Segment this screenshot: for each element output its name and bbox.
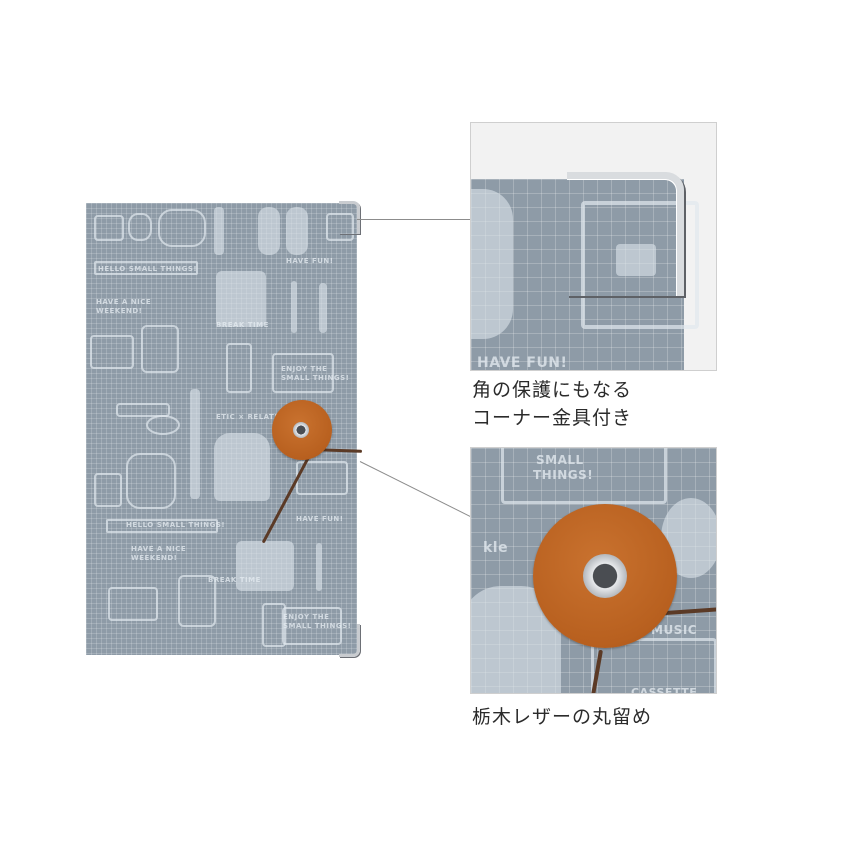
pattern-text: ENJOY THE xyxy=(281,365,328,373)
film-canister-icon xyxy=(226,343,252,393)
radio-icon xyxy=(108,587,158,621)
typewriter-icon xyxy=(216,271,266,327)
film-canister-icon xyxy=(262,603,286,647)
pattern-text: HAVE A NICE xyxy=(131,545,187,553)
callout-line-corner xyxy=(357,219,470,220)
pattern-text: THINGS! xyxy=(533,468,594,482)
pattern-text: SMALL THINGS! xyxy=(281,374,350,382)
pattern-text: HAVE A NICE xyxy=(96,298,152,306)
wrench-icon xyxy=(291,281,297,333)
pattern-text: HAVE FUN! xyxy=(286,257,334,265)
pencil-icon xyxy=(106,519,218,533)
shoe-icon xyxy=(471,189,513,339)
sweater-icon xyxy=(214,433,270,501)
pen-icon xyxy=(214,207,224,255)
pattern-text: kle xyxy=(483,540,509,556)
pattern-text: SMALL xyxy=(536,453,584,467)
cassette-icon xyxy=(591,638,716,693)
caption-corner-line-2: コーナー金具付き xyxy=(472,407,633,429)
corner-hardware-closeup xyxy=(567,172,684,296)
scissors-icon xyxy=(146,415,180,435)
film-strip-icon xyxy=(272,353,334,393)
pattern-text: ETIC × RELATE xyxy=(216,413,280,421)
pattern-text: HAVE FUN! xyxy=(296,515,344,523)
typewriter-icon xyxy=(236,541,294,591)
corner-hardware-top xyxy=(339,201,360,234)
eyelet-icon xyxy=(293,422,309,438)
callout-line-button xyxy=(359,461,473,518)
chair-icon xyxy=(128,213,152,241)
chair-icon xyxy=(94,473,122,507)
shoe-icon xyxy=(258,207,280,255)
wrench-icon xyxy=(316,543,322,591)
radio-icon xyxy=(90,335,134,369)
eyelet-icon xyxy=(583,554,627,598)
cassette-icon xyxy=(94,215,124,241)
cover-closeup: HAVE FUN! xyxy=(471,179,699,371)
pattern-text: WEEKEND! xyxy=(96,307,143,315)
french-press-icon xyxy=(178,575,216,627)
caption-corner-line-1: 角の保護にもなる xyxy=(472,379,633,401)
ink-bottle-icon xyxy=(126,453,176,509)
pattern-text: MUSIC xyxy=(651,623,698,637)
french-press-icon xyxy=(141,325,179,373)
snowflake-label-icon xyxy=(616,244,656,276)
hammer-icon xyxy=(319,283,327,333)
pencil-icon xyxy=(94,261,198,275)
caption-button: 栃木レザーの丸留め xyxy=(472,706,653,728)
detail-corner-hardware: HAVE FUN! xyxy=(470,122,717,371)
pattern-text: ENJOY THE xyxy=(283,613,330,621)
pattern-text: CASSETTE xyxy=(631,686,698,694)
comb-icon xyxy=(116,403,170,417)
pattern-text: HELLO SMALL THINGS! xyxy=(98,265,198,273)
pattern-text: BREAK TIME xyxy=(208,576,261,584)
pattern-text: SMALL THINGS! xyxy=(283,622,352,630)
film-strip-icon xyxy=(501,448,667,504)
shoe-icon xyxy=(286,207,308,255)
pattern-text: WEEKEND! xyxy=(131,554,178,562)
detail-leather-button: SMALL THINGS! kle MUSIC CASSETTE xyxy=(470,447,717,694)
corner-hardware-bottom xyxy=(339,624,360,657)
pattern-text: HAVE FUN! xyxy=(477,355,568,371)
ink-bottle-icon xyxy=(158,209,206,247)
cassette-icon xyxy=(581,201,699,329)
pattern-text: HELLO SMALL THINGS! xyxy=(126,521,226,529)
pattern-text: BREAK TIME xyxy=(216,321,269,329)
fountain-pen-icon xyxy=(190,389,200,499)
